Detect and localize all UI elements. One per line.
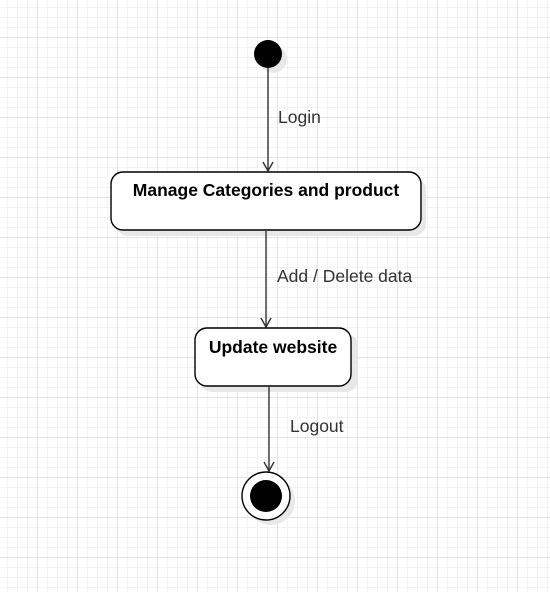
state-update-box [194,327,352,387]
transition-add-delete-label: Add / Delete data [277,266,412,286]
transition-login-label: Login [278,107,321,127]
state-manage-label: Manage Categories and product [133,180,400,200]
state-update-website[interactable]: Update website [194,327,358,392]
final-state-dot [250,480,282,512]
state-manage-categories[interactable]: Manage Categories and product [110,171,426,236]
initial-state[interactable] [254,40,287,73]
transition-logout-label: Logout [290,416,344,436]
final-state[interactable] [241,471,295,525]
transition-logout[interactable]: Logout [263,386,344,473]
initial-state-dot [254,40,282,68]
transition-add-delete[interactable]: Add / Delete data [260,230,412,329]
state-update-label: Update website [209,337,338,357]
transition-login[interactable]: Login [262,68,321,173]
